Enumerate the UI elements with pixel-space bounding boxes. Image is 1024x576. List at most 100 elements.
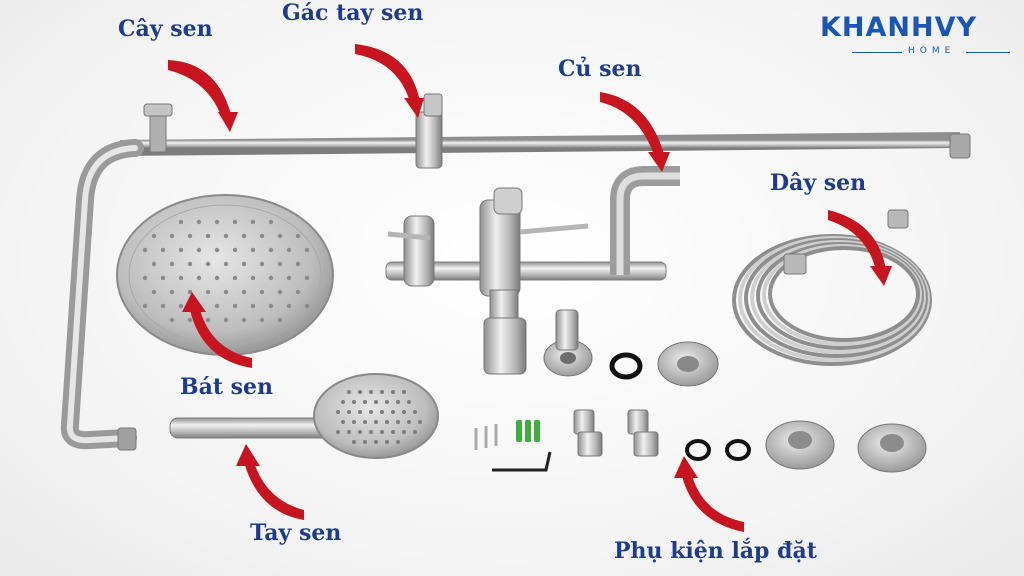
allen-key: [492, 451, 552, 472]
nozzle-dot: [352, 400, 356, 404]
nozzle-dot: [295, 233, 301, 239]
nozzle-dot: [396, 400, 400, 404]
brand-logo: KHANHVY HOME: [820, 12, 1016, 56]
arrow-tay-sen: [244, 462, 304, 520]
nozzle-dot: [413, 410, 417, 414]
nozzle-dot: [385, 440, 389, 444]
nozzle-dot: [178, 247, 184, 253]
nozzle-dot: [352, 420, 356, 424]
nozzle-dot: [160, 275, 166, 281]
nozzle-dot: [259, 261, 265, 267]
nozzle-dot: [187, 289, 193, 295]
hose-coil: [750, 240, 926, 354]
callout-arrows: [168, 44, 892, 532]
label-cay-sen: Cây sen: [118, 16, 213, 42]
nozzle-dot: [358, 390, 362, 394]
nozzle-dot: [286, 303, 292, 309]
hand-shower-nozzles: [336, 390, 422, 444]
nozzle-dot: [169, 233, 175, 239]
nozzle-dot: [223, 233, 229, 239]
nozzle-dot: [268, 303, 274, 309]
riser-pipe: [60, 103, 971, 451]
nozzle-dot: [268, 275, 274, 281]
nozzle-dot: [232, 303, 238, 309]
arrow-bat-sen: [190, 310, 252, 368]
nozzle-dot: [277, 317, 283, 323]
rubber-washer-3: [725, 439, 751, 461]
shower-hose: [732, 234, 932, 366]
brand-name: KHANHVY: [820, 12, 978, 43]
nozzle-dot: [358, 410, 362, 414]
nozzle-dot: [205, 233, 211, 239]
nozzle-dot: [402, 430, 406, 434]
nozzle-dot: [250, 303, 256, 309]
nozzle-dot: [214, 275, 220, 281]
label-cu-sen: Củ sen: [558, 56, 642, 82]
nozzle-dot: [295, 289, 301, 295]
wall-plugs-screws: [474, 420, 552, 472]
mixer-valve: [385, 166, 680, 375]
nozzle-dot: [160, 247, 166, 253]
nozzle-dot: [391, 410, 395, 414]
nozzle-dot: [169, 317, 175, 323]
rain-shower-head: [116, 194, 334, 356]
pipe-bottom-connector: [117, 427, 137, 451]
brand-rule-left: [852, 52, 902, 53]
hose-coil: [744, 238, 928, 358]
cover-cup-left: [765, 420, 835, 470]
rubber-washer: [609, 352, 643, 380]
nozzle-dot: [250, 275, 256, 281]
nozzle-dot: [341, 420, 345, 424]
nozzle-dot: [178, 275, 184, 281]
arrow-day-sen: [828, 210, 886, 270]
nozzle-dot: [286, 275, 292, 281]
nozzle-dot: [259, 233, 265, 239]
nozzle-dot: [187, 233, 193, 239]
hose-nut: [887, 209, 909, 229]
label-phu-kien-lap-dat: Phụ kiện lắp đặt: [614, 538, 817, 564]
nozzle-dot: [380, 390, 384, 394]
hose-nut-2: [783, 253, 807, 275]
nozzle-dot: [369, 410, 373, 414]
hose-coil: [738, 236, 930, 362]
arrow-gac-tay-sen: [355, 44, 420, 102]
nozzle-dot: [151, 289, 157, 295]
cover-cup-right: [857, 423, 927, 473]
nozzle-dot: [277, 289, 283, 295]
pipe-end-cap: [949, 133, 971, 159]
nozzle-dot: [374, 440, 378, 444]
nozzle-dot: [358, 430, 362, 434]
label-tay-sen: Tay sen: [250, 520, 342, 546]
arrow-cay-sen: [168, 60, 232, 118]
hose-coil: [762, 244, 922, 346]
nozzle-dot: [250, 247, 256, 253]
nozzle-dot: [396, 420, 400, 424]
nozzle-dot: [205, 317, 211, 323]
nozzle-dot: [250, 219, 256, 225]
nozzle-dot: [259, 317, 265, 323]
label-gac-tay-sen: Gác tay sen: [282, 0, 424, 26]
nozzle-dot: [232, 275, 238, 281]
nozzle-dot: [391, 390, 395, 394]
nozzle-dot: [407, 420, 411, 424]
nozzle-dot: [187, 261, 193, 267]
nozzle-dot: [363, 440, 367, 444]
nozzle-dot: [142, 275, 148, 281]
nozzle-dot: [385, 400, 389, 404]
nozzle-dot: [418, 420, 422, 424]
nozzle-dot: [407, 400, 411, 404]
eccentric-connectors: [573, 409, 659, 457]
nozzle-dot: [214, 303, 220, 309]
nozzle-dot: [241, 233, 247, 239]
arrow-gac-tay-sen-head: [404, 98, 424, 118]
top-valve: [149, 111, 167, 153]
arrow-phu-kien: [682, 476, 744, 532]
hose-coil: [756, 242, 924, 350]
nozzle-dot: [268, 219, 274, 225]
brand-rule-right: [966, 52, 1010, 53]
nozzle-dot: [223, 289, 229, 295]
nozzle-dot: [232, 247, 238, 253]
nozzle-dot: [347, 410, 351, 414]
wall-flange-elbow: [543, 309, 593, 377]
